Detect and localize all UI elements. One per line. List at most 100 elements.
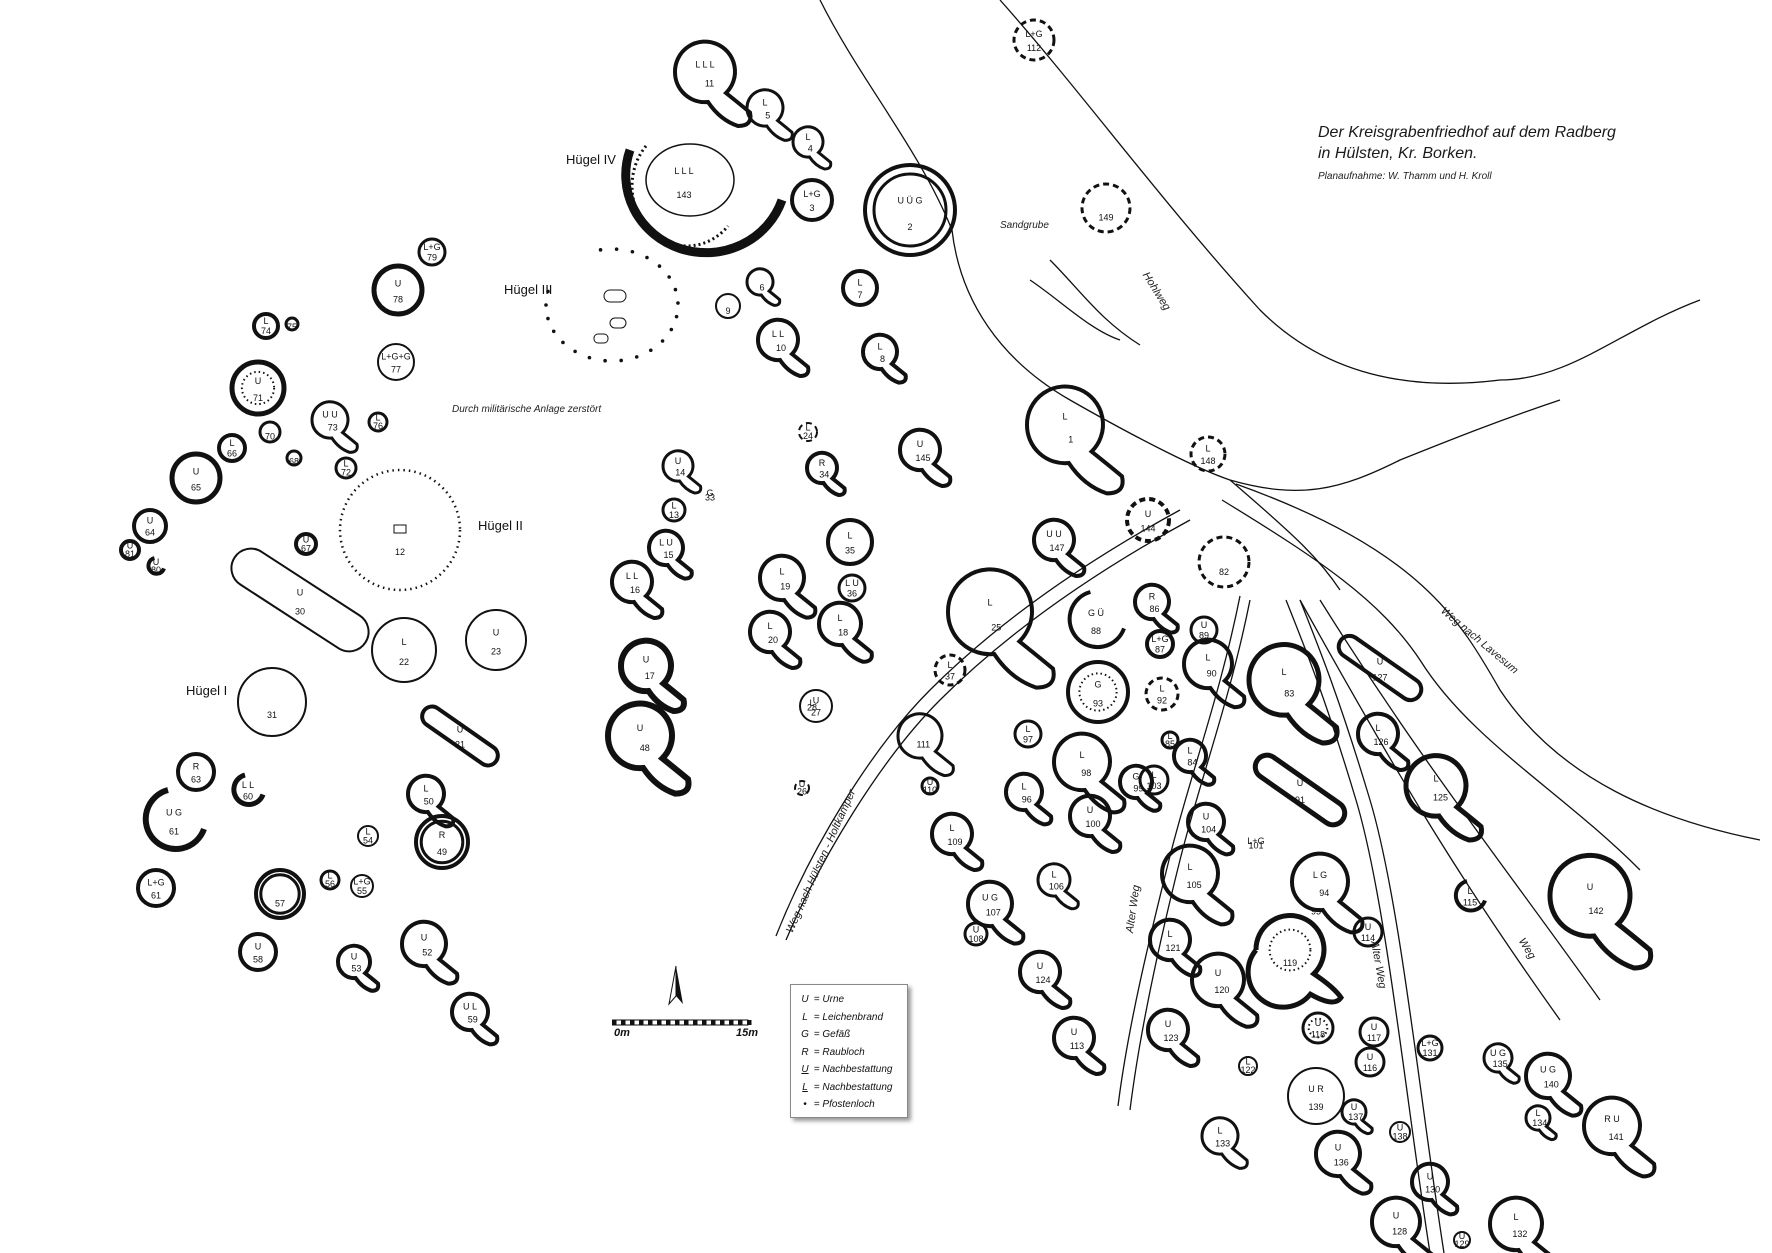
grave-number: 118 <box>1311 1029 1325 1039</box>
grave-number: 119 <box>1283 958 1297 968</box>
scale-tick <box>648 1020 653 1025</box>
grave-6 <box>745 267 782 307</box>
grave-content: L G <box>1313 870 1327 880</box>
grave-59 <box>449 991 500 1047</box>
grave-127 <box>1336 633 1424 703</box>
map-title: Der Kreisgrabenfriedhof auf dem Radberg … <box>1318 122 1658 182</box>
grave-106 <box>1036 862 1080 911</box>
grave-135 <box>1482 1042 1521 1085</box>
grave-16 <box>609 559 665 621</box>
legend-text: = Nachbestattung <box>811 1081 893 1093</box>
grave-24 <box>798 422 818 442</box>
grave-80 <box>146 556 166 576</box>
grave-content: U <box>1397 1123 1404 1133</box>
grave-number: 60 <box>243 791 253 801</box>
grave-74 <box>252 312 280 340</box>
grave-content: L <box>1245 1057 1250 1067</box>
grave-number: 30 <box>295 607 305 617</box>
grave-85 <box>1160 730 1180 750</box>
scale-tick <box>729 1020 734 1025</box>
grave-number: 18 <box>838 627 848 637</box>
grave-48 <box>604 700 692 797</box>
grave-content: U <box>643 654 650 664</box>
grave-content: U <box>1315 1018 1322 1028</box>
posthole <box>648 348 653 353</box>
legend-row: U = Urne <box>799 991 899 1009</box>
grave-number: 37 <box>945 671 955 681</box>
posthole <box>598 248 603 252</box>
posthole <box>657 264 662 268</box>
legend-row: R = Raubloch <box>799 1044 899 1062</box>
grave-number: 20 <box>768 635 778 645</box>
burial-pit <box>609 317 627 329</box>
grave-content: U <box>1371 1022 1378 1032</box>
grave-1 <box>1024 384 1125 496</box>
grave-content: L L L <box>695 60 714 70</box>
grave-53 <box>335 943 381 993</box>
legend-symbol: R <box>801 1046 809 1058</box>
grave-2 <box>863 163 957 257</box>
grave-content: R <box>193 761 200 771</box>
grave-content: U <box>1037 961 1044 971</box>
grave-content: U <box>255 376 262 386</box>
grave-number: 53 <box>351 964 361 974</box>
grave-content: U <box>1087 805 1094 815</box>
grave-content: U <box>193 466 200 476</box>
grave-23 <box>465 609 527 671</box>
grave-number: 123 <box>1163 1033 1178 1043</box>
grave-content: L <box>401 637 406 647</box>
grave-content: U <box>1201 620 1208 630</box>
grave-7 <box>841 269 879 307</box>
grave-49 <box>414 814 470 870</box>
grave-content: L U <box>659 537 673 547</box>
scale-tick <box>738 1020 743 1025</box>
grave-content: L L <box>242 780 254 790</box>
grave-91 <box>1252 752 1348 828</box>
legend-symbol: U <box>801 1064 809 1075</box>
grave-54 <box>357 825 379 847</box>
grave-content: R <box>819 458 826 468</box>
grave-content: L <box>327 871 332 881</box>
grave-125 <box>1403 753 1484 843</box>
legend-text: = Raubloch <box>811 1046 865 1058</box>
grave-number: 108 <box>968 934 983 944</box>
grave-content: U <box>1165 1019 1172 1029</box>
grave-content: U <box>297 588 304 598</box>
posthole <box>546 316 550 321</box>
grave-number: 71 <box>253 393 263 403</box>
grave-34 <box>804 450 847 498</box>
grave-126 <box>1355 711 1411 773</box>
grave-content: U <box>1215 968 1222 978</box>
grave-number: 8 <box>880 354 885 364</box>
grave-content: L <box>762 97 767 107</box>
legend-symbol: L <box>802 1081 808 1093</box>
grave-79 <box>417 237 447 267</box>
grave-number: 56 <box>325 879 335 889</box>
grave-number: 129 <box>1454 1239 1469 1249</box>
grave-number: 148 <box>1200 456 1215 466</box>
grave-25 <box>945 567 1056 690</box>
grave-number: 92 <box>1157 696 1167 706</box>
grave-109 <box>929 811 985 873</box>
grave-content: L <box>1217 1125 1222 1135</box>
posthole <box>674 314 679 319</box>
grave-content: L <box>343 459 348 469</box>
grave-number: 55 <box>357 886 367 896</box>
grave-number: 73 <box>328 422 338 432</box>
grave-number: 52 <box>422 948 432 958</box>
grave-113 <box>1051 1015 1107 1077</box>
scale-tick <box>666 1020 671 1025</box>
grave-134 <box>1524 1104 1558 1142</box>
grave-number: 136 <box>1334 1158 1349 1168</box>
grave-content: U <box>147 516 154 526</box>
grave-number: 74 <box>261 326 271 336</box>
grave-content: L L L <box>674 166 693 176</box>
grave-content: L <box>671 500 676 510</box>
scale-tick <box>630 1020 635 1025</box>
grave-content: L <box>1051 870 1056 880</box>
grave-content: L <box>1375 723 1380 733</box>
grave-36 <box>837 573 867 603</box>
legend-text: = Leichenbrand <box>811 1011 884 1023</box>
grave-content: L <box>365 827 370 837</box>
